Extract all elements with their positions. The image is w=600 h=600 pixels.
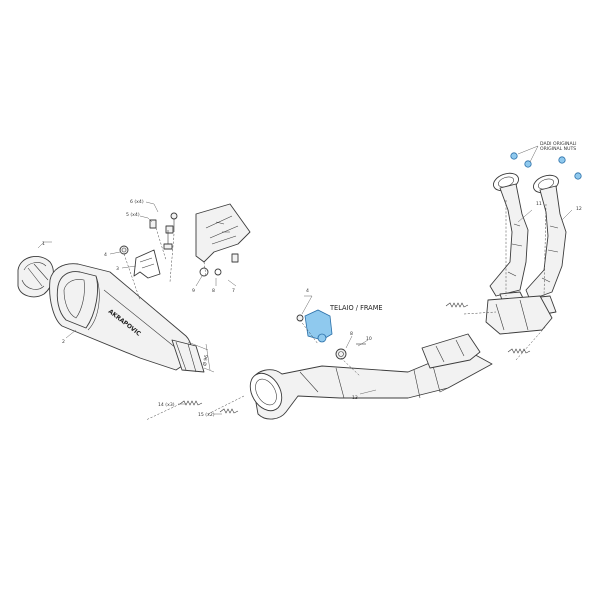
- nuts-leader: [517, 145, 539, 163]
- svg-text:9: 9: [192, 288, 195, 294]
- callout-8a: 8: [212, 278, 217, 294]
- callout-1: 1: [37, 241, 52, 249]
- svg-text:Ø 96: Ø 96: [201, 354, 210, 366]
- callout-9: 9: [192, 275, 203, 294]
- muffler-part: AKRAPOVIC: [49, 263, 205, 373]
- callout-8b: 8: [345, 331, 353, 349]
- header-12-part: [525, 174, 567, 317]
- svg-text:5 (x4): 5 (x4): [126, 212, 140, 218]
- spring-14-part: [179, 302, 531, 406]
- callout-7: 7: [227, 279, 237, 294]
- assembly-lines: [123, 200, 547, 421]
- svg-text:14 (x3): 14 (x3): [158, 402, 175, 408]
- svg-text:8: 8: [212, 288, 215, 294]
- frame-mount: TELAIO / FRAME: [296, 304, 383, 343]
- svg-text:4: 4: [306, 288, 309, 294]
- hanger-plate-part: [195, 203, 251, 277]
- svg-text:8: 8: [350, 331, 353, 337]
- nuts-label-line1: DADI ORIGINALI: [540, 141, 577, 147]
- callout-13: 13: [352, 389, 377, 401]
- callout-14: 14 (x3): [158, 402, 186, 408]
- svg-text:15 (x2): 15 (x2): [198, 412, 215, 418]
- header-11-part: [489, 172, 529, 313]
- nut-4a-part: [119, 245, 129, 255]
- svg-text:3: 3: [116, 266, 119, 272]
- bolts-5-6-part: [149, 212, 178, 250]
- original-nuts: DADI ORIGINALI ORIGINAL NUTS: [510, 141, 582, 180]
- svg-text:13: 13: [352, 395, 358, 401]
- svg-text:11: 11: [536, 201, 542, 207]
- end-cap-part: [17, 255, 54, 298]
- bushing-8-part: [335, 348, 347, 360]
- svg-text:2: 2: [62, 339, 65, 345]
- callout-12: 12: [561, 206, 582, 221]
- callout-10: 10: [357, 336, 372, 347]
- svg-text:1: 1: [42, 241, 45, 247]
- diameter-dimension: Ø 96: [187, 341, 215, 373]
- nuts-label-line2: ORIGINAL NUTS: [540, 146, 576, 152]
- svg-text:4: 4: [104, 252, 107, 258]
- svg-text:7: 7: [232, 288, 235, 294]
- svg-text:6 (x4): 6 (x4): [130, 199, 144, 205]
- callout-15: 15 (x2): [198, 412, 222, 418]
- callout-4b: 4: [301, 288, 313, 315]
- callout-11: 11: [517, 201, 542, 223]
- callout-2: 2: [62, 329, 77, 345]
- callout-3: 3: [116, 265, 137, 272]
- frame-label: TELAIO / FRAME: [329, 304, 383, 312]
- muffler-bracket-part: [133, 249, 161, 279]
- callout-5: 5 (x4): [126, 212, 153, 223]
- spring-15-part: [219, 408, 239, 414]
- callout-4a: 4: [104, 251, 121, 258]
- link-pipe-part: [249, 333, 493, 420]
- svg-text:12: 12: [576, 206, 582, 212]
- svg-text:10: 10: [366, 336, 372, 342]
- collector-part: [485, 295, 553, 335]
- callout-6: 6 (x4): [130, 199, 159, 213]
